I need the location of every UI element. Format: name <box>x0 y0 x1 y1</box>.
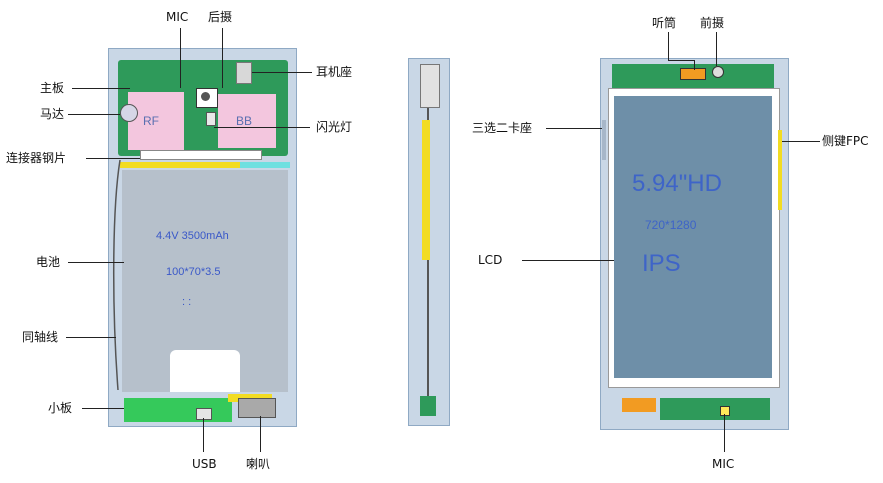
side-key-fpc <box>778 130 782 210</box>
label-mainboard: 主板 <box>40 81 65 95</box>
battery-spec-text: 4.4V 3500mAh <box>156 230 229 242</box>
earpiece <box>680 68 706 80</box>
leader-side-key <box>782 141 820 142</box>
leader-lcd <box>522 260 614 261</box>
rf-area <box>128 92 184 150</box>
leader-rear-cam <box>222 28 223 88</box>
label-sim-tray: 三选二卡座 <box>472 121 533 135</box>
label-usb: USB <box>192 457 217 471</box>
leader-usb <box>203 418 204 452</box>
motor <box>120 104 138 122</box>
rf-label: RF <box>143 114 159 128</box>
label-battery: 电池 <box>36 255 61 269</box>
battery-size-text: 100*70*3.5 <box>166 266 221 278</box>
flash-led <box>206 112 216 126</box>
label-earpiece: 听筒 <box>652 16 677 30</box>
front-bottom-board <box>660 398 770 420</box>
label-front-cam: 前摄 <box>700 16 725 30</box>
label-mic-bottom: MIC <box>712 457 735 471</box>
leader-connector-plate <box>86 158 140 159</box>
leader-sim-tray <box>546 128 602 129</box>
leader-motor <box>68 114 120 115</box>
lcd-screen <box>614 96 772 378</box>
side-view-top-part <box>420 64 440 108</box>
rear-camera-lens <box>201 92 210 101</box>
leader-battery <box>68 262 124 263</box>
leader-speaker <box>260 416 261 452</box>
label-flash: 闪光灯 <box>316 120 353 134</box>
side-view-bottom-board <box>420 396 436 416</box>
leader-flash <box>214 127 310 128</box>
usb-port <box>196 408 212 420</box>
mic-bottom-part <box>720 406 730 416</box>
bb-area <box>218 94 276 148</box>
lcd-type-text: IPS <box>642 250 681 277</box>
lcd-size-text: 5.94"HD <box>632 170 722 197</box>
leader-headphone <box>252 72 312 73</box>
small-board <box>124 398 232 422</box>
leader-earpiece-h <box>668 60 694 61</box>
label-connector-plate: 连接器钢片 <box>6 151 67 165</box>
sim-tray <box>602 120 606 160</box>
leader-small-board <box>82 408 124 409</box>
front-camera <box>712 66 724 78</box>
front-bottom-orange <box>622 398 656 412</box>
speaker <box>238 398 276 418</box>
label-rear-cam: 后摄 <box>208 10 233 24</box>
headphone-jack <box>236 62 252 84</box>
coax-cable <box>112 159 121 391</box>
label-side-key-fpc: 侧键FPC <box>822 134 869 148</box>
leader-coax <box>66 337 116 338</box>
label-motor: 马达 <box>40 107 65 121</box>
leader-earpiece <box>668 32 669 60</box>
leader-mic-top <box>180 28 181 88</box>
connector-steel-plate <box>140 150 262 160</box>
label-speaker: 喇叭 <box>246 457 271 471</box>
battery-top-strip-cyan <box>240 162 290 168</box>
leader-mainboard <box>72 88 130 89</box>
label-mic-top: MIC <box>166 10 189 24</box>
leader-earpiece-down <box>694 60 695 70</box>
leader-mic-bottom <box>724 414 725 452</box>
side-view-yellow <box>422 120 430 260</box>
battery-top-strip-yellow <box>120 162 240 168</box>
battery-dots-text: : : <box>182 296 192 308</box>
bb-label: BB <box>236 114 253 128</box>
label-lcd: LCD <box>478 253 503 267</box>
label-small-board: 小板 <box>48 401 73 415</box>
label-headphone: 耳机座 <box>316 65 353 79</box>
lcd-res-text: 720*1280 <box>645 218 697 232</box>
battery-notch <box>170 350 240 392</box>
label-coax: 同轴线 <box>22 330 59 344</box>
leader-front-cam <box>716 32 717 66</box>
